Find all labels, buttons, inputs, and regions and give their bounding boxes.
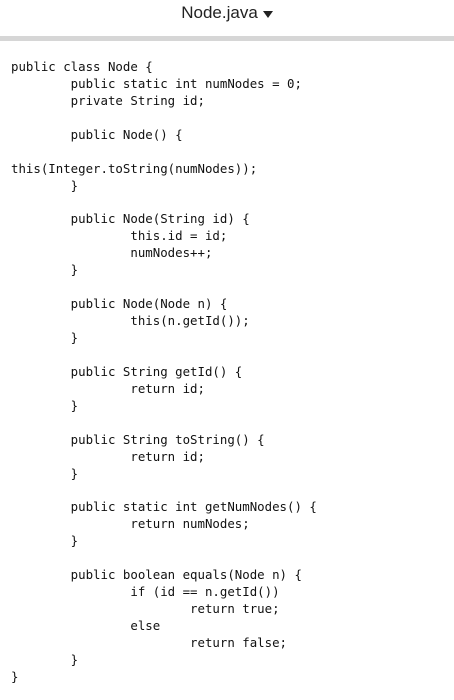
code-line: } [11, 465, 79, 481]
file-name: Node.java [181, 3, 258, 22]
code-line: } [11, 397, 79, 413]
code-line: else [11, 617, 161, 633]
code-line: } [11, 262, 79, 278]
code-line: return false; [11, 634, 288, 650]
header-divider [0, 36, 454, 41]
code-line: numNodes++; [11, 245, 213, 261]
code-line: public Node(String id) { [11, 211, 250, 227]
code-line [11, 110, 451, 127]
code-line: this(Integer.toString(numNodes)); [11, 160, 258, 176]
code-line: public Node(Node n) { [11, 296, 228, 312]
code-line: } [11, 533, 79, 549]
code-line [11, 550, 451, 567]
code-line: return numNodes; [11, 516, 250, 532]
code-line [11, 195, 451, 212]
code-line [11, 279, 451, 296]
code-line [11, 415, 451, 432]
code-line [11, 347, 451, 364]
code-line: return id; [11, 448, 205, 464]
code-line: public static int getNumNodes() { [11, 499, 317, 515]
code-line: if (id == n.getId()) [11, 584, 280, 600]
code-line: public Node() { [11, 126, 183, 142]
code-line: return true; [11, 601, 280, 616]
code-line: this(n.getId()); [11, 313, 250, 329]
code-line: private String id; [11, 92, 205, 108]
code-line: return id; [11, 380, 205, 396]
code-line: } [11, 177, 79, 193]
code-line: } [11, 651, 79, 667]
code-line [11, 144, 451, 161]
code-line: } [11, 330, 79, 345]
code-line: public String getId() { [11, 363, 243, 379]
code-line: public static int numNodes = 0; [11, 75, 302, 91]
code-line: public class Node { [11, 59, 153, 74]
code-line: } [11, 668, 19, 684]
file-name-dropdown[interactable]: Node.java [181, 0, 273, 26]
file-title-bar: Node.java [0, 0, 454, 36]
code-line [11, 482, 451, 499]
code-line: this.id = id; [11, 228, 228, 244]
code-editor[interactable]: public class Node { public static int nu… [11, 59, 451, 695]
code-line: public boolean equals(Node n) { [11, 567, 302, 583]
code-line: public String toString() { [11, 431, 265, 447]
chevron-down-icon[interactable] [262, 10, 273, 18]
